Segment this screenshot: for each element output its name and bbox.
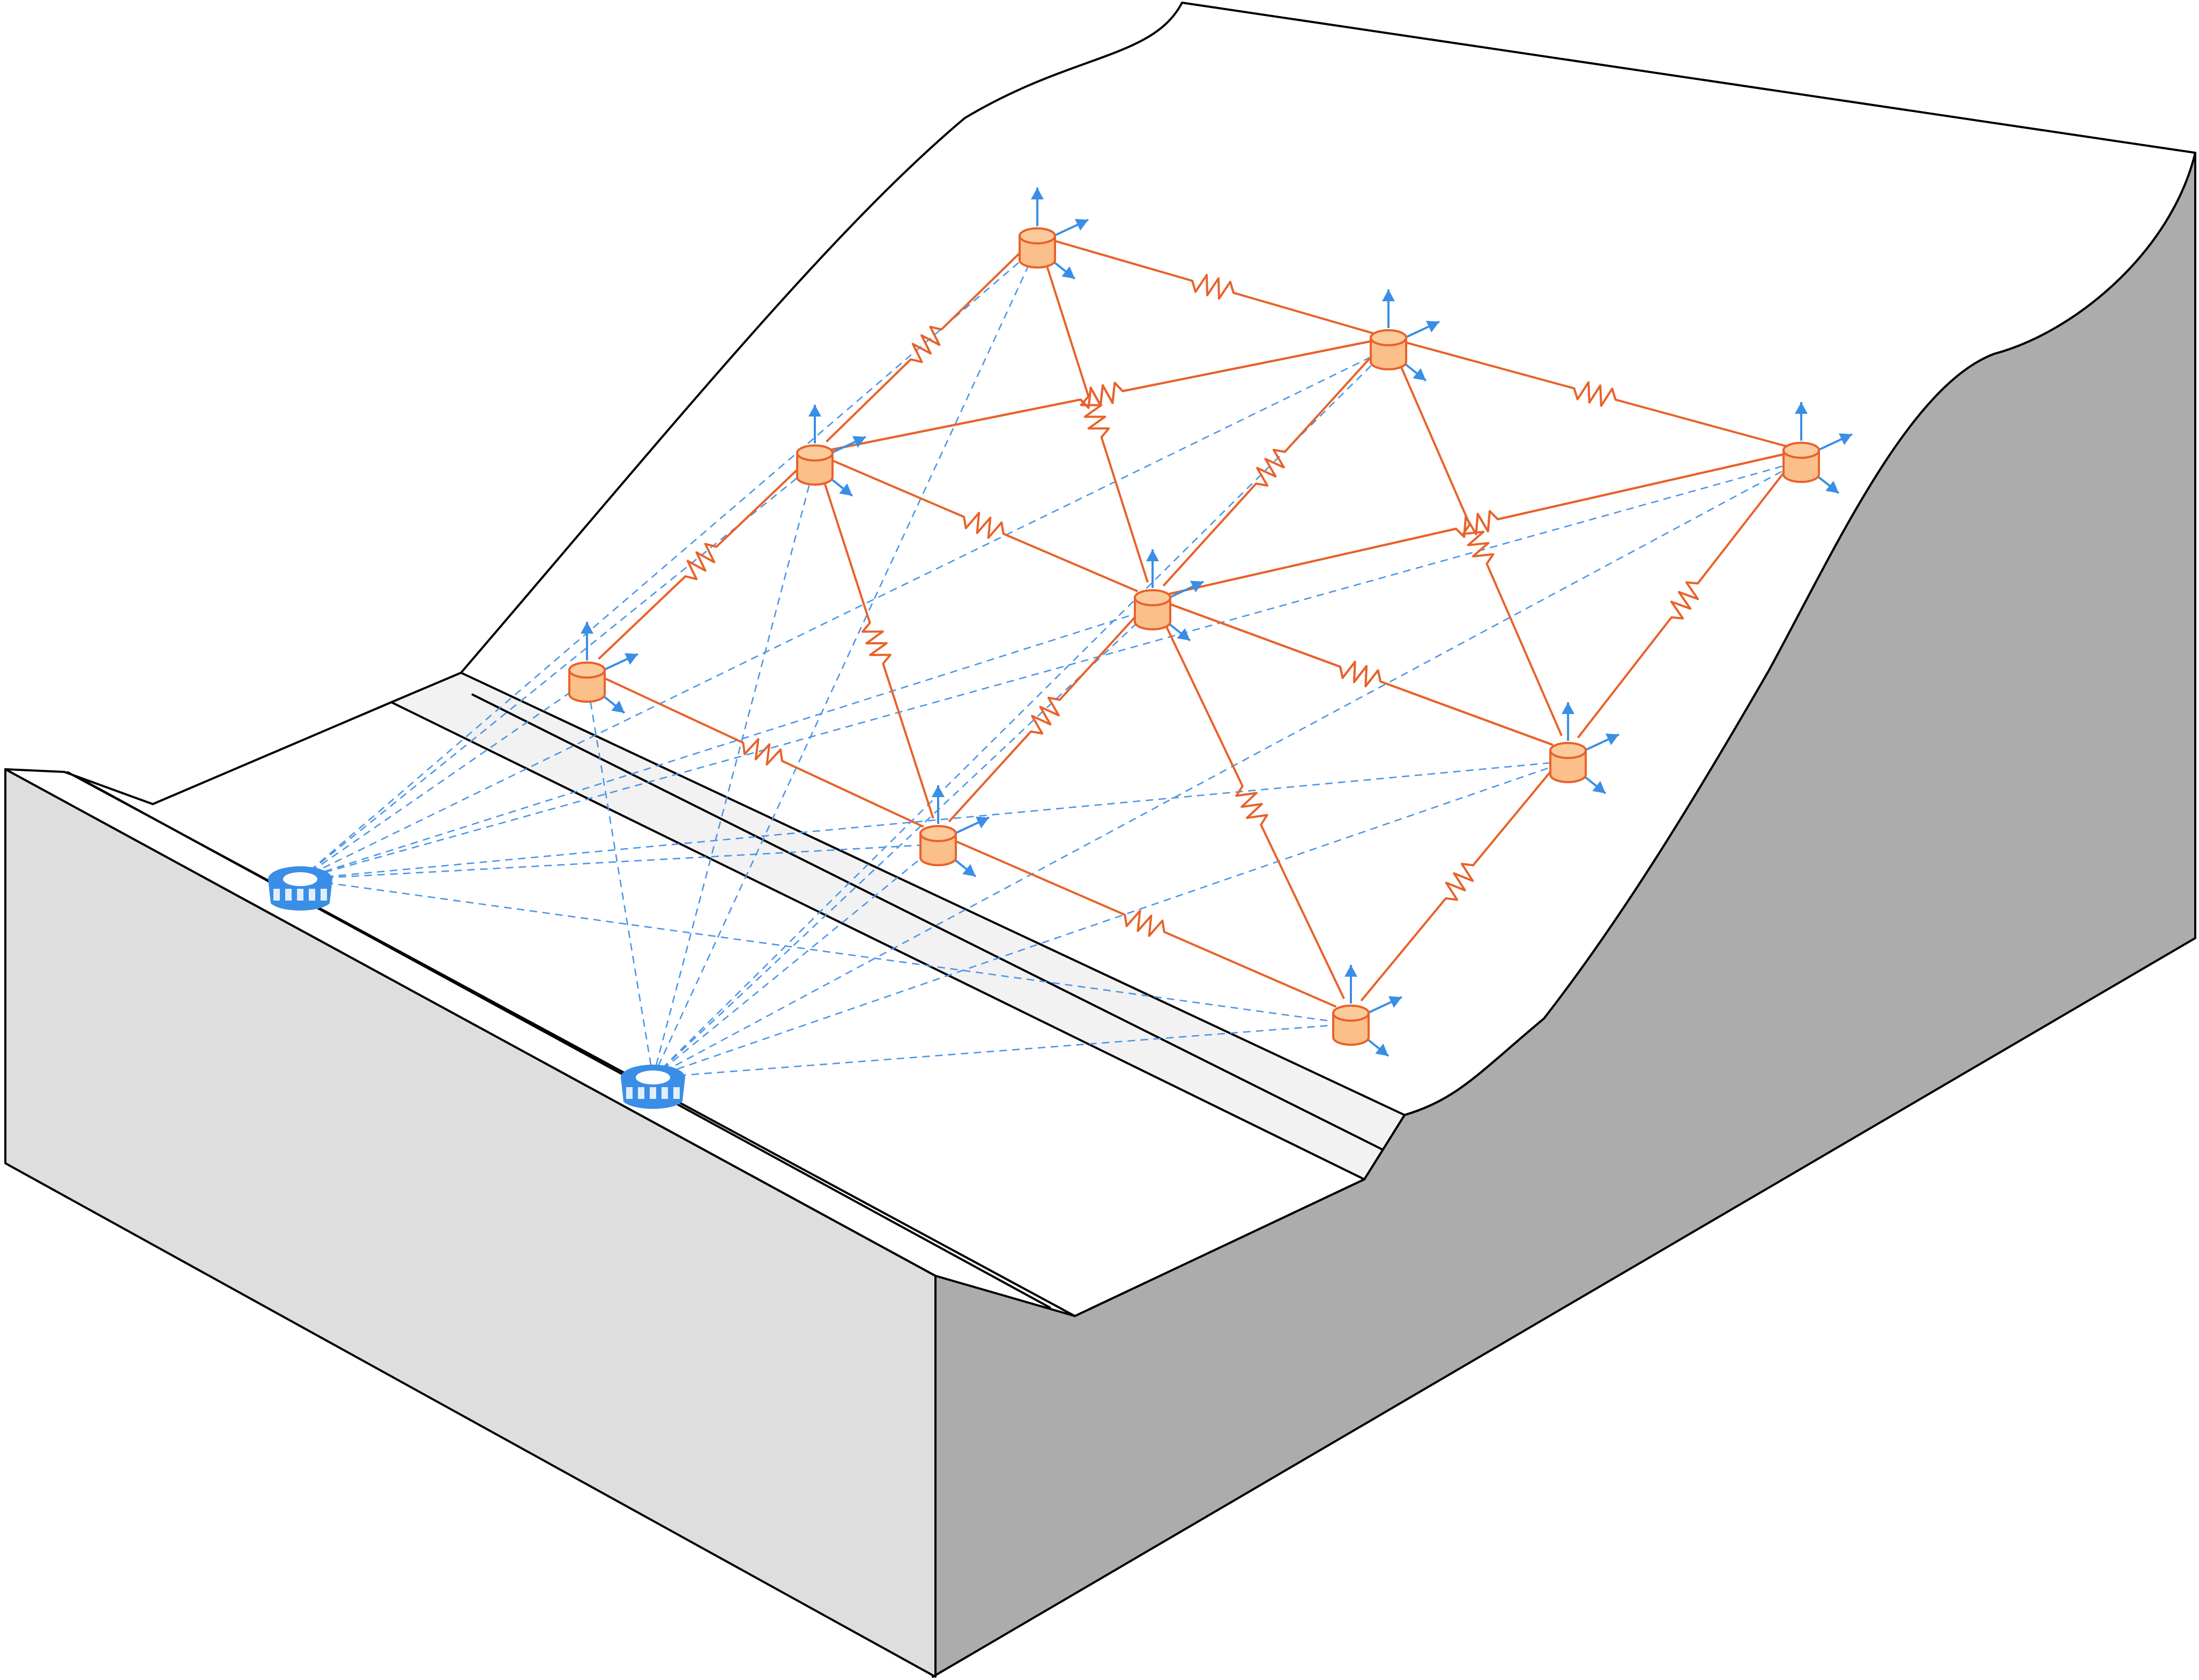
total-stations bbox=[268, 866, 685, 1109]
spring-link bbox=[830, 339, 1373, 451]
spring-link bbox=[1167, 602, 1554, 746]
sight-line bbox=[652, 246, 1038, 1078]
spring-link bbox=[1168, 452, 1786, 596]
spring-link bbox=[598, 463, 804, 660]
ditch-line-lower bbox=[85, 780, 1051, 1309]
spring-link bbox=[1162, 348, 1379, 587]
sight-line bbox=[300, 843, 939, 880]
sensor-node bbox=[568, 622, 638, 714]
spring-link bbox=[1360, 762, 1559, 1002]
cylinder-sensor-icon bbox=[1370, 329, 1407, 370]
cylinder-sensor-icon bbox=[1549, 742, 1587, 783]
spring-link bbox=[952, 839, 1337, 1008]
sight-line bbox=[300, 878, 1351, 1025]
sight-line bbox=[652, 760, 1569, 1079]
spring-link bbox=[601, 675, 924, 828]
cylinder-sensor-icon bbox=[1134, 589, 1171, 630]
spring-link bbox=[1403, 340, 1786, 448]
sight-line bbox=[652, 460, 1802, 1079]
sight-line bbox=[300, 347, 1389, 880]
cylinder-sensor-icon bbox=[568, 661, 606, 703]
sensor-node bbox=[919, 785, 990, 878]
spring-link bbox=[1577, 462, 1793, 739]
sight-line bbox=[300, 463, 815, 880]
cylinder-sensor-icon bbox=[1019, 227, 1056, 269]
sensor-nodes bbox=[568, 188, 1853, 1057]
sight-line bbox=[586, 680, 654, 1078]
spring-link bbox=[826, 246, 1027, 443]
sensor-node bbox=[796, 405, 866, 497]
spring-link bbox=[1158, 612, 1345, 999]
sight-line bbox=[300, 680, 588, 880]
road-strip bbox=[390, 672, 1406, 1180]
cylinder-sensor-icon bbox=[1782, 442, 1820, 483]
sensor-node bbox=[1782, 402, 1853, 494]
spring-link bbox=[1041, 250, 1149, 583]
sight-line bbox=[300, 460, 1802, 880]
spring-link bbox=[948, 608, 1143, 823]
spring-link bbox=[1052, 239, 1373, 334]
road-shoulder-line bbox=[471, 693, 1384, 1151]
sensor-node bbox=[1134, 549, 1204, 642]
terrain bbox=[4, 2, 2196, 1678]
sight-line bbox=[300, 246, 1038, 880]
spring-links bbox=[598, 239, 1793, 1008]
spring-link bbox=[1394, 352, 1563, 737]
sight-line bbox=[652, 1023, 1351, 1079]
sensor-node bbox=[1370, 289, 1440, 382]
cylinder-sensor-icon bbox=[796, 444, 834, 486]
sight-lines bbox=[300, 246, 1802, 1079]
sight-line bbox=[652, 463, 816, 1078]
sight-line bbox=[652, 348, 1389, 1078]
cylinder-sensor-icon bbox=[1332, 1005, 1370, 1046]
sensor-node bbox=[1332, 965, 1402, 1057]
total-station-icon bbox=[268, 866, 332, 911]
cylinder-sensor-icon bbox=[919, 825, 957, 866]
sensor-node bbox=[1019, 188, 1089, 280]
sight-line bbox=[652, 843, 939, 1079]
spring-link bbox=[819, 467, 934, 819]
sight-line bbox=[300, 760, 1569, 880]
sight-line bbox=[652, 608, 1153, 1078]
spring-link bbox=[829, 458, 1139, 593]
total-station-icon bbox=[621, 1065, 685, 1109]
slope-surface bbox=[4, 2, 2196, 1317]
sensor-node bbox=[1549, 702, 1619, 794]
